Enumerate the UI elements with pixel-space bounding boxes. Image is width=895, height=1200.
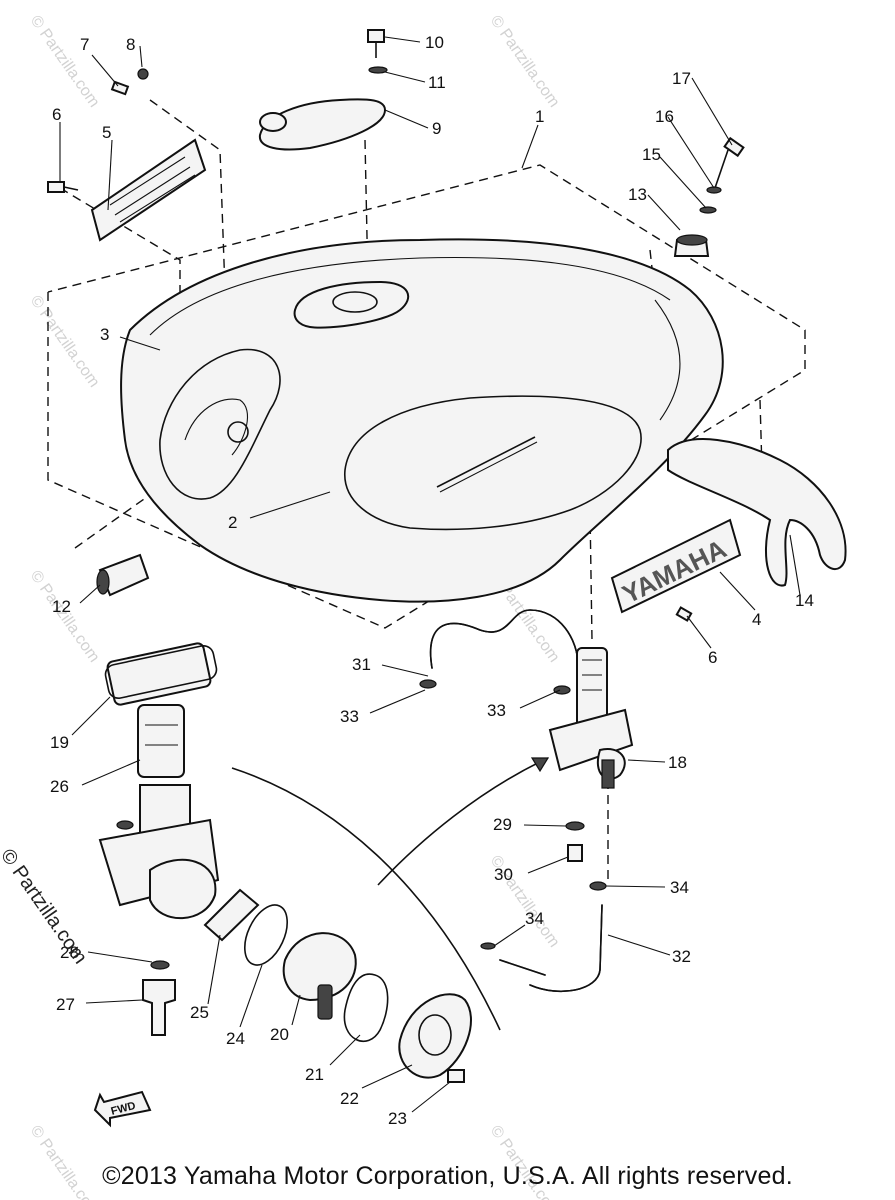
callout-label: 17 (672, 69, 691, 88)
callout-label: 11 (428, 73, 446, 92)
petcock-detail (98, 642, 220, 1036)
fuel-tank (120, 238, 724, 603)
callout-label: 6 (52, 105, 61, 124)
callout-label: 27 (56, 995, 75, 1014)
callout-label: 5 (102, 123, 111, 142)
emblem-plate (47, 68, 207, 242)
gasket-set (104, 644, 472, 1083)
callout-label: 22 (340, 1089, 359, 1108)
callout-label: 25 (190, 1003, 209, 1022)
callout-label: 14 (795, 591, 814, 610)
callout-label: 26 (50, 777, 69, 796)
fuel-cap (96, 553, 150, 597)
rear-bolt-set (699, 136, 745, 214)
fuel-hose-lower (480, 904, 603, 993)
cap-cover (258, 29, 388, 151)
callout-label: 16 (655, 107, 674, 126)
callout-label: 9 (432, 119, 441, 138)
callout-label: 6 (708, 648, 717, 667)
watermark: © Partzilla.com (487, 13, 563, 111)
copyright-notice: ©2013 Yamaha Motor Corporation, U.S.A. A… (102, 1162, 793, 1190)
callout-label: 7 (80, 35, 89, 54)
callout-label: 34 (525, 909, 544, 928)
callout-label: 13 (628, 185, 647, 204)
watermark-layer: © Partzilla.com © Partzilla.com © Partzi… (27, 13, 563, 1200)
leader-lines (59, 36, 801, 1113)
callout-numbers: 1 2 3 4 5 6 6 7 8 9 10 11 12 13 14 15 16… (50, 33, 814, 1128)
callout-label: 8 (126, 35, 135, 54)
callout-label: 12 (52, 597, 71, 616)
callout-label: 23 (388, 1109, 407, 1128)
callout-label: 31 (352, 655, 371, 674)
callout-label: 33 (487, 701, 506, 720)
callout-label: 32 (672, 947, 691, 966)
callout-label: 28 (60, 943, 79, 962)
forward-arrow: FWD (93, 1090, 152, 1128)
callout-label: 20 (270, 1025, 289, 1044)
yamaha-emblem: YAMAHA (610, 518, 742, 622)
callout-label: 2 (228, 513, 237, 532)
fuel-petcock (548, 647, 634, 891)
watermark: © Partzilla.com (27, 293, 103, 391)
fuel-hose-upper (419, 609, 579, 695)
callout-label: 21 (305, 1065, 324, 1084)
callout-label: 18 (668, 753, 687, 772)
detail-arrow (231, 757, 550, 1031)
callout-label: 15 (642, 145, 661, 164)
callout-label: 33 (340, 707, 359, 726)
rear-mount-damper (673, 234, 710, 257)
callout-label: 3 (100, 325, 109, 344)
rear-cushion (667, 438, 847, 587)
callout-label: 24 (226, 1029, 245, 1048)
callout-label: 29 (493, 815, 512, 834)
watermark: © Partzilla.com (27, 568, 103, 666)
callout-label: 4 (752, 610, 761, 629)
callout-label: 34 (670, 878, 689, 897)
callout-label: 19 (50, 733, 69, 752)
callout-label: 30 (494, 865, 513, 884)
callout-label: 1 (535, 107, 544, 126)
watermark: © Partzilla.com (27, 13, 103, 111)
callout-label: 10 (425, 33, 444, 52)
